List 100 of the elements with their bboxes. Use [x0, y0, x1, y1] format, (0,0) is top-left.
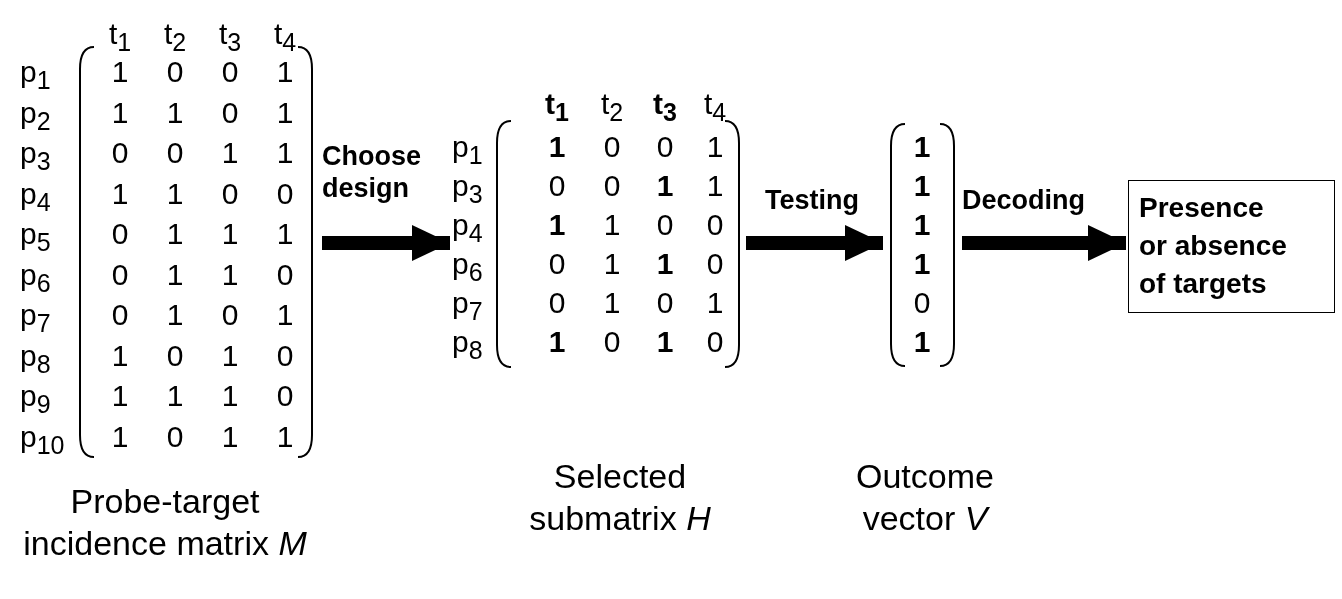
matrix-entry: 0	[547, 286, 567, 320]
matrix-entry: 1	[220, 217, 240, 251]
column-header: t$_{3}$	[217, 17, 243, 58]
row-label: p$_{1}$	[452, 130, 483, 171]
matrix-entry: 0	[275, 338, 295, 373]
matrix-entry: 0	[275, 379, 295, 413]
matrix-entry: 1	[110, 95, 130, 130]
row-label: p$_{1}$	[20, 55, 51, 96]
matrix-entry: 1	[220, 257, 240, 292]
matrix-entry: 1	[547, 208, 567, 242]
row-label: p$_{5}$	[20, 217, 51, 258]
matrix-entry: 0	[220, 176, 240, 211]
matrix-entry: 0	[220, 55, 240, 89]
matrix-entry: 1	[110, 55, 130, 89]
column-header: t$_{1}$	[544, 87, 570, 128]
vector-entry: 0	[912, 286, 932, 320]
matrix-entry: 0	[275, 257, 295, 292]
matrix-entry: 1	[220, 338, 240, 373]
column-header: t$_{2}$	[162, 17, 188, 58]
node-label: Outcome vector V	[855, 456, 995, 539]
matrix-entry: 0	[655, 130, 675, 164]
matrix-entry: 0	[110, 136, 130, 170]
matrix-entry: 1	[165, 95, 185, 130]
matrix-entry: 0	[547, 169, 567, 203]
matrix-entry: 1	[655, 169, 675, 203]
matrix-entry: 0	[165, 338, 185, 373]
matrix-entry: 1	[220, 419, 240, 454]
matrix-entry: 1	[705, 286, 725, 320]
matrix-entry: 0	[110, 298, 130, 332]
matrix-entry: 1	[602, 247, 622, 281]
matrix-entry: 0	[602, 325, 622, 359]
matrix-entry: 1	[655, 325, 675, 359]
matrix-entry: 1	[275, 298, 295, 332]
vector-entry: 1	[912, 169, 932, 203]
matrix-entry: 1	[547, 130, 567, 164]
matrix-entry: 1	[165, 217, 185, 251]
arrow	[322, 225, 450, 261]
vector-entry: 1	[912, 208, 932, 242]
matrix-entry: 0	[705, 247, 725, 281]
matrix-entry: 1	[165, 257, 185, 292]
matrix-entry: 0	[110, 217, 130, 251]
matrix-entry: 1	[275, 419, 295, 454]
matrix-entry: 1	[705, 169, 725, 203]
arrow	[962, 225, 1126, 261]
row-label: p$_{7}$	[452, 286, 483, 327]
matrix-entry: 1	[275, 55, 295, 89]
row-label: p$_{10}$	[20, 419, 65, 461]
row-label: p$_{3}$	[20, 136, 51, 177]
matrix-entry: 0	[110, 257, 130, 292]
matrix-entry: 0	[705, 208, 725, 242]
vector-entry: 1	[912, 325, 932, 359]
matrix-entry: 1	[275, 217, 295, 251]
matrix-entry: 0	[220, 298, 240, 332]
column-header: t$_{3}$	[652, 87, 678, 128]
matrix-entry: 1	[165, 379, 185, 413]
matrix-entry: 0	[602, 130, 622, 164]
row-label: p$_{3}$	[452, 169, 483, 210]
row-label: p$_{6}$	[20, 257, 51, 299]
vector-entry: 1	[912, 247, 932, 281]
matrix-entry: 0	[165, 55, 185, 89]
matrix-entry: 0	[705, 325, 725, 359]
row-label: p$_{9}$	[20, 379, 51, 420]
matrix-entry: 1	[547, 325, 567, 359]
matrix-entry: 0	[655, 286, 675, 320]
column-header: t$_{2}$	[599, 87, 625, 128]
row-label: p$_{6}$	[452, 247, 483, 288]
matrix-entry: 0	[165, 419, 185, 454]
matrix-entry: 1	[275, 95, 295, 130]
node-label: Selected submatrix H	[528, 456, 712, 539]
matrix-entry: 1	[655, 247, 675, 281]
matrix-entry: 1	[220, 379, 240, 413]
box-text: Presence or absence of targets	[1139, 191, 1288, 301]
matrix-entry: 0	[602, 169, 622, 203]
row-label: p$_{8}$	[452, 325, 483, 366]
matrix-entry: 0	[655, 208, 675, 242]
column-header: t$_{4}$	[272, 17, 298, 58]
arrow	[746, 225, 883, 261]
matrix-entry: 1	[165, 298, 185, 332]
row-label: p$_{7}$	[20, 298, 51, 339]
matrix-entry: 1	[275, 136, 295, 170]
column-header: t$_{4}$	[702, 87, 728, 128]
row-label: p$_{2}$	[20, 95, 51, 137]
matrix-entry: 1	[165, 176, 185, 211]
matrix-entry: 1	[705, 130, 725, 164]
row-label: p$_{4}$	[452, 208, 483, 249]
vector-entry: 1	[912, 130, 932, 164]
matrix-entry: 0	[275, 176, 295, 211]
matrix-entry: 0	[165, 136, 185, 170]
row-label: p$_{4}$	[20, 176, 51, 218]
matrix-entry: 1	[602, 286, 622, 320]
column-header: t$_{1}$	[107, 17, 133, 58]
matrix-entry: 1	[110, 338, 130, 373]
matrix-entry: 1	[220, 136, 240, 170]
matrix-entry: 0	[220, 95, 240, 130]
row-label: p$_{8}$	[20, 338, 51, 380]
matrix-entry: 1	[110, 379, 130, 413]
matrix-entry: 1	[110, 176, 130, 211]
matrix-entry: 1	[110, 419, 130, 454]
result-box	[1128, 180, 1335, 313]
matrix-entry: 1	[602, 208, 622, 242]
